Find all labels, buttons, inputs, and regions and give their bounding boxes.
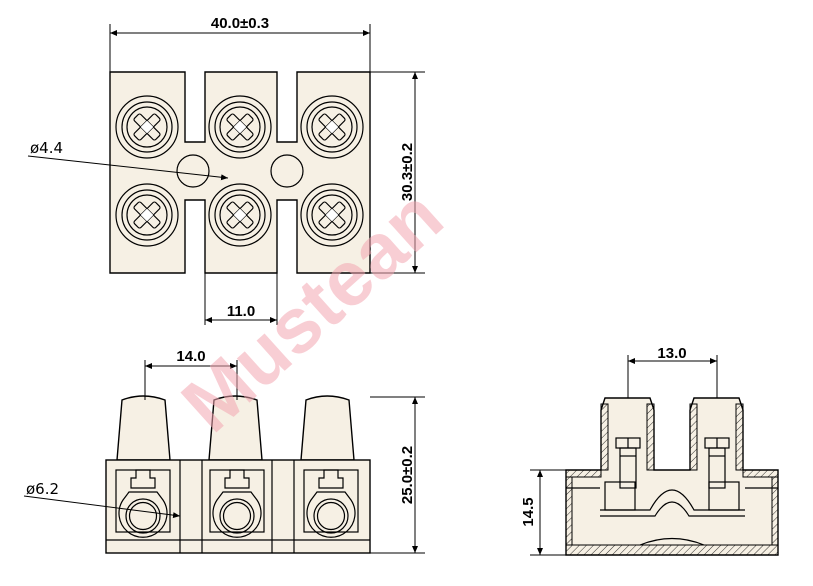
front-view-clamps [115, 469, 359, 538]
front-hole-diameter-label: ø6.2 [26, 480, 59, 498]
width-dimension-label: 40.0±0.3 [211, 15, 269, 32]
top-view-screws [115, 95, 364, 247]
hole-leader-line [27, 155, 229, 181]
front-pitch-dimension-label: 14.0 [176, 348, 205, 365]
front-hole-leader-line [23, 495, 181, 519]
front-view-caps [116, 395, 355, 461]
pitch-dimension-label: 11.0 [227, 303, 255, 320]
cross-screw-icon [208, 95, 272, 159]
front-height-dimension-label: 25.0±0.2 [399, 446, 416, 504]
screw-cap [208, 395, 263, 461]
screw-cap [300, 395, 355, 461]
wire-clamp [209, 469, 265, 538]
wire-clamp [303, 469, 359, 538]
top-view: 40.0±0.3 30.3±0.2 11.0 ø4.4 [27, 15, 425, 325]
mount-hole-right [270, 154, 304, 188]
side-view-screw-right [704, 437, 730, 489]
screw-cap [116, 395, 171, 461]
cross-screw-icon [115, 95, 179, 159]
hole-diameter-label: ø4.4 [30, 139, 63, 157]
side-view-clamp-strip [600, 489, 745, 511]
cross-screw-icon [115, 183, 179, 247]
cross-screw-icon [300, 183, 364, 247]
front-view: 14.0 25.0±0.2 ø6.2 [23, 348, 425, 554]
cross-screw-icon [300, 95, 364, 159]
cross-screw-icon [208, 183, 272, 247]
front-view-base [105, 459, 371, 554]
mount-hole-left [176, 154, 210, 188]
side-view-screw-left [615, 437, 641, 489]
side-view: 13.0 14.5 [520, 345, 779, 556]
side-top-dimension-label: 13.0 [657, 345, 686, 362]
side-height-dimension-label: 14.5 [520, 497, 537, 526]
height-dimension-label: 30.3±0.2 [399, 143, 416, 201]
wire-clamp [115, 469, 171, 538]
